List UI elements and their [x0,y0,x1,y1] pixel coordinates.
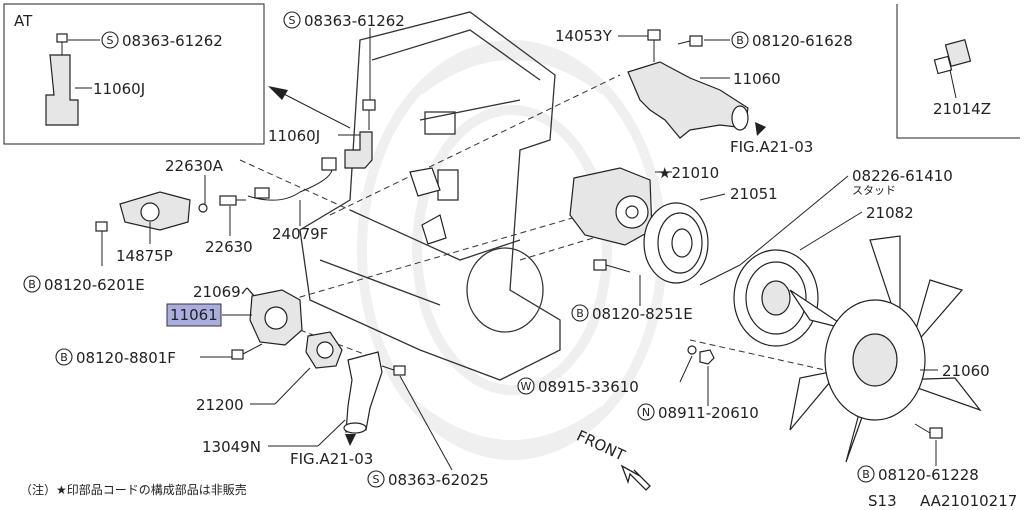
water-pump-21010-part [569,167,653,246]
svg-text:B: B [736,34,744,47]
p14053y-label: 14053Y [555,27,613,45]
svg-text:B: B [862,468,870,481]
svg-text:B: B [576,307,584,320]
svg-text:W: W [521,380,532,393]
p14875p-label: 14875P [116,247,173,265]
harness-label: 24079F [272,225,328,243]
bolt-8251e-part [593,259,631,273]
gasket-upper [409,167,441,197]
sensor-21014z-part [933,39,972,75]
thermostat-21200-part [305,331,343,369]
svg-text:S: S [373,473,380,486]
footer-code: AA21010217 [920,492,1017,510]
stud-jp-label: スタッド [852,184,896,197]
footer-note: （注）★印部品コードの構成部品は非販売 [20,482,247,497]
bolt-62025-label: 08363-62025 [388,471,489,489]
washer-label: 08915-33610 [538,378,639,396]
highlight-part-box [166,303,222,327]
direction-arrow-icon [268,86,351,129]
inset-title: AT [14,12,33,30]
harness-24079f-part [247,157,337,201]
hose-13049n-part [343,351,383,434]
top-bolt-label: 08363-61262 [304,12,405,30]
thermostat-housing-11061-part [249,289,303,346]
fig-ref-bottom-arrow-icon [345,434,356,446]
fan-label: 21060 [942,362,990,380]
p22630-sensor-part [219,195,246,206]
svg-text:B: B [60,351,68,364]
top-right-bolt-part [677,35,703,47]
p22630-label: 22630 [205,238,253,256]
pulley-label: 21051 [730,185,778,203]
bolt-8801f-part [231,343,263,360]
svg-text:S: S [289,14,296,27]
bolt-6201e-label: 08120-6201E [44,276,145,294]
nut-label: 08911-20610 [658,404,759,422]
front-arrow-icon [620,464,651,491]
fan-clutch-label: 21082 [866,204,914,222]
inset-bracket-part [45,54,79,126]
pulley-21051-part [643,202,709,284]
footer-page: S13 [868,492,897,510]
water-outlet-label: 11060 [733,70,781,88]
p14053y-part [647,29,661,62]
bracket-11060j-part [344,131,373,169]
p22630a-label: 22630A [165,157,224,175]
bolt-8251e-label: 08120-8251E [592,305,693,323]
bracket-label: 11060J [268,127,320,145]
inset-bolt-prefix-badge [101,31,119,49]
hose-label: 13049N [202,438,261,456]
nut-part [699,349,715,365]
fig-ref-top-label: FIG.A21-03 [730,138,813,156]
bolt-6201e-part [95,221,108,266]
svg-text:S: S [107,34,114,47]
water-outlet-11060-part [627,61,749,139]
stud-label: 08226-61410 [852,167,953,185]
inset-right-frame [896,4,1020,139]
bolt-62025-part [381,365,406,376]
pump-label: ★21010 [658,164,719,182]
p14875p-part [119,191,191,231]
sensor-21014z-label: 21014Z [933,100,991,118]
inset-bolt-icon [56,33,68,56]
fan-bolt-label: 08120-61228 [878,466,979,484]
inset-bracket-label: 11060J [93,80,145,98]
front-label: FRONT [574,427,629,465]
top-bolt-part [362,99,376,130]
highlight-part-label: 11061 [170,306,218,324]
fan-clutch-21082-part [733,249,819,347]
thermostat-label: 21200 [196,396,244,414]
p21069-label: 21069へ [193,283,256,301]
svg-text:N: N [642,406,650,419]
p22630a-washer [198,203,208,213]
fig-ref-bottom-label: FIG.A21-03 [290,450,373,468]
gasket-lower [421,214,447,245]
svg-text:B: B [28,278,36,291]
top-right-bolt-label: 08120-61628 [752,32,853,50]
fig-ref-top-arrow-icon [755,122,766,136]
engine-block [299,11,561,381]
washer-part [687,345,697,355]
bolt-8801f-label: 08120-8801F [76,349,176,367]
inset-bolt-label: 08363-61262 [122,32,223,50]
fan-bolt-part [914,423,943,439]
inset-left-frame [3,3,265,145]
fan-21060-part [789,235,982,463]
